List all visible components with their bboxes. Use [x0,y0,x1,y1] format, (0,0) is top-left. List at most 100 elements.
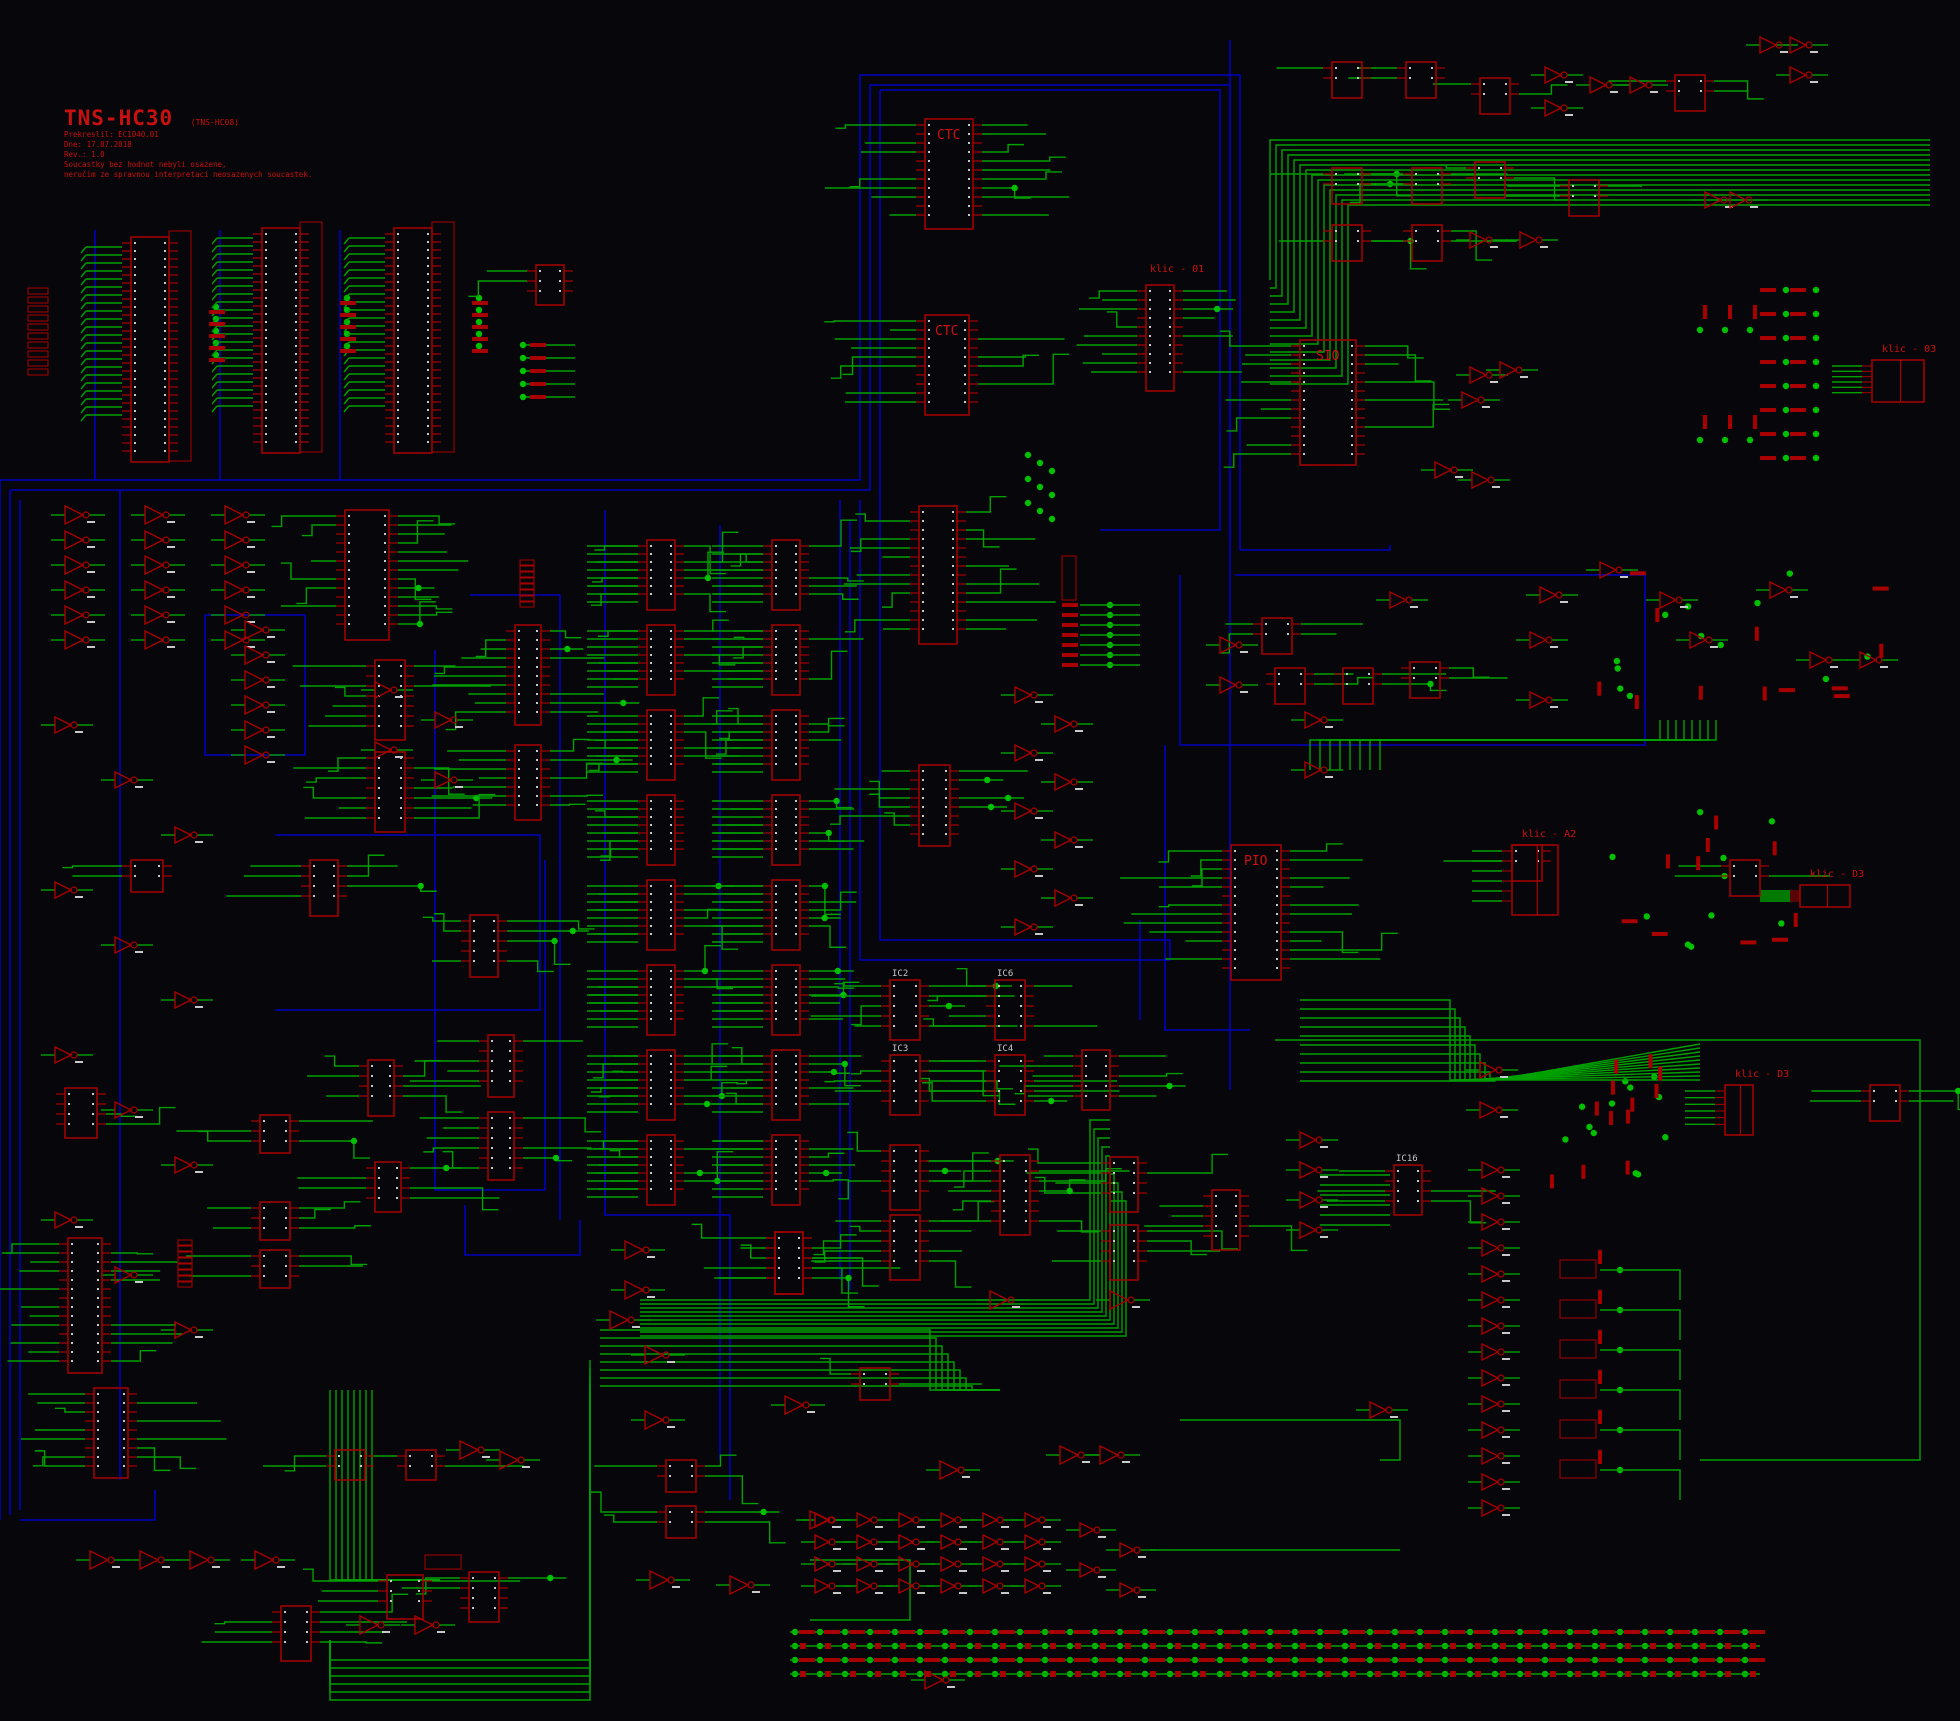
ic-chip [386,1574,424,1620]
buffer-gate [1099,1444,1120,1466]
gate-label [647,1296,655,1298]
wire [1270,164,1930,321]
wire [414,793,496,819]
pin-number [795,1140,797,1142]
ic-chip [646,879,676,951]
buffer-gate [924,1669,945,1691]
pin-number [427,305,429,307]
junction-dot [1036,459,1044,467]
pin-number [265,289,267,291]
ic-chip [1474,161,1506,199]
buffer-gate [244,669,265,691]
wire [1365,403,1450,428]
gate-label [87,571,95,573]
buffer-gate [1079,1521,1096,1539]
inverter-bubble [1775,41,1783,49]
inverter-bubble [432,1621,440,1629]
wire [684,1081,738,1097]
pin-number [491,1147,493,1149]
pin-number [295,321,297,323]
led-diode [1200,1643,1206,1649]
inverter-bubble [828,1560,836,1568]
pin-number [97,1252,99,1254]
wire [705,1454,737,1467]
pin-number [371,1095,373,1097]
resistor [1753,415,1757,429]
wire [882,592,910,608]
wire [593,1140,638,1150]
pin-number [795,569,797,571]
junction-dot [1696,326,1704,334]
pin-number [400,665,402,667]
pin-number [928,392,930,394]
resistor [1124,1658,1140,1662]
wire [820,1357,851,1375]
junction-dot [1617,685,1624,692]
pin-number [491,1060,493,1062]
pin-number [1003,1200,1005,1202]
pin-number [1113,1192,1115,1194]
pin-number [164,386,166,388]
pin-number [1873,1100,1875,1102]
resistor [924,1658,940,1662]
ic-chip [64,1087,98,1139]
junction-dot [1662,1134,1669,1141]
resistor [1614,1059,1619,1074]
pin-number [1397,1180,1399,1182]
pin-number [650,747,652,749]
pin-number [650,832,652,834]
pin-number [390,1590,392,1592]
junction-dot [1626,692,1634,700]
pin-number [670,638,672,640]
pin-number [285,1265,287,1267]
pin-number [378,1197,380,1199]
wire [684,1043,729,1065]
pin-number [650,824,652,826]
pin-number [1415,173,1417,175]
pin-number [518,711,520,713]
gate-label [395,696,403,698]
pin-number [333,895,335,897]
wire [302,524,336,537]
wire [211,373,218,381]
pin-number [1133,1250,1135,1252]
bus-line [604,510,731,1500]
pin-number [371,1085,373,1087]
wire [343,253,350,261]
pin-number [795,638,797,640]
gate-label [1520,376,1528,378]
inverter-bubble [190,996,198,1004]
pin-number [1105,1055,1107,1057]
pin-number [164,442,166,444]
wire [809,981,860,996]
pin-number [775,978,777,980]
buffer-gate [1389,590,1408,610]
led-diode [1050,1643,1056,1649]
gate-label [1550,646,1558,648]
wire [591,593,638,606]
inverter-bubble [262,676,270,684]
pin-number [134,330,136,332]
wire [1300,1017,1701,1081]
pin-number [928,196,930,198]
pin-number [893,1025,895,1027]
pin-number [536,675,538,677]
pin-number [284,1621,286,1623]
buffer-gate [1529,630,1548,650]
gate-label [1043,1526,1051,1528]
resistor [1790,384,1806,388]
pin-number [670,1103,672,1105]
pin-number [1276,868,1278,870]
pin-number [775,569,777,571]
pin-number [1265,633,1267,635]
wire [80,326,87,334]
pin-number [998,1025,1000,1027]
junction-dot [416,620,424,628]
wire [550,762,603,779]
pin-number [775,970,777,972]
pin-number [670,808,672,810]
pin-number [1215,1205,1217,1207]
pin-number [922,583,924,585]
pin-number [775,840,777,842]
